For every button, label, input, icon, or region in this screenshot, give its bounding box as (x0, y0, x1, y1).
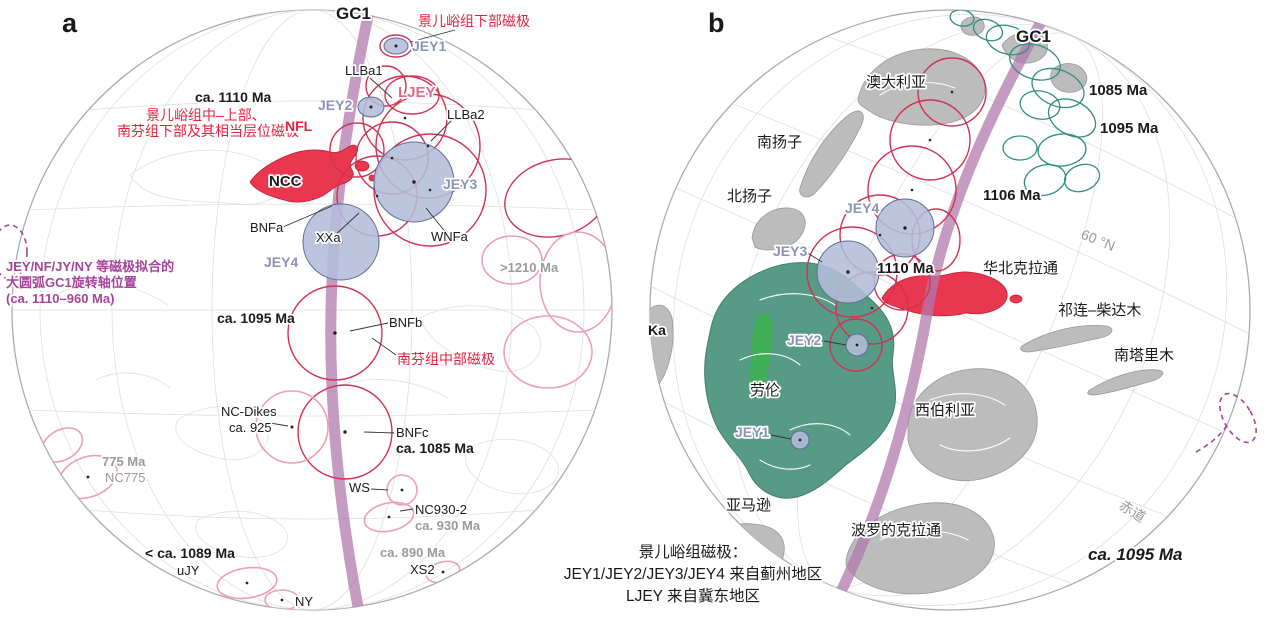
label-gc1-b: GC1 (1016, 27, 1051, 46)
label-gc1-a: GC1 (336, 4, 371, 23)
label-age-1210: >1210 Ma (500, 260, 559, 275)
label-jey3-a: JEY3 (443, 176, 477, 192)
continent-australia (857, 48, 986, 126)
label-age-1089: < ca. 1089 Ma (145, 545, 235, 561)
pole-dots-a (86, 44, 445, 602)
label-nc-dikes-1: NC-Dikes (221, 404, 277, 419)
label-bnfa: BNFa (250, 220, 284, 235)
label-reconstruction-age: ca. 1095 Ma (1088, 545, 1183, 564)
caption-line-1: 景儿峪组磁极： (639, 543, 748, 561)
label-laurentia: 劳伦 (750, 382, 780, 399)
continent-qilian-qaidam (1020, 325, 1113, 353)
gc1-great-circle-b (828, 10, 1052, 610)
label-age-1085-a: ca. 1085 Ma (396, 440, 474, 456)
annotation-mid-upper-1: 景儿峪组中–上部、 (146, 107, 266, 123)
panel-a: a GC1 景儿峪组下部磁极 JEY1 LLBa1 JEY2 LJEY LLBa… (0, 2, 613, 611)
annotation-mid-upper-2: 南芬组下部及其相当层位磁极 (117, 123, 299, 139)
panel-b-letter: b (708, 8, 725, 38)
label-amazon: 亚马逊 (726, 497, 771, 514)
gc1-axis-note-2: 大圆弧GC1旋转轴位置 (6, 275, 137, 290)
label-south-yangtze: 南扬子 (757, 134, 802, 151)
label-jey1-b: JEY1 (735, 424, 769, 440)
continent-baltica (845, 502, 995, 595)
label-baltica: 波罗的克拉通 (851, 522, 941, 539)
label-north-yangtze: 北扬子 (727, 188, 772, 205)
rotation-axis-ellipse-b (1195, 392, 1257, 453)
graticule-a (12, 10, 612, 610)
label-nc775: NC775 (105, 470, 145, 485)
label-qilian-qaidam: 祁连–柴达木 (1058, 302, 1141, 319)
label-siberia: 西伯利亚 (915, 402, 975, 419)
caption-line-2: JEY1/JEY2/JEY3/JEY4 来自蓟州地区 (564, 565, 822, 583)
ncc-craton-a (249, 144, 376, 203)
continent-south-tarim (1087, 369, 1164, 396)
panel-a-letter: a (62, 8, 78, 38)
rotation-axis-ellipse-a (0, 224, 28, 280)
label-ncc-b: 华北克拉通 (983, 260, 1058, 277)
label-age-1106: 1106 Ma (983, 187, 1041, 204)
teal-pole-ellipses-b (949, 10, 1101, 197)
label-jey2-a: JEY2 (318, 97, 352, 113)
label-age-1095-b: 1095 Ma (1100, 120, 1159, 137)
gc1-axis-note-1: JEY/NF/JY/NY 等磁极拟合的 (6, 259, 174, 274)
label-jey4-b: JEY4 (845, 200, 879, 216)
label-nc930-2: NC930-2 (415, 502, 467, 517)
label-age-930: ca. 930 Ma (415, 518, 481, 533)
panel-b: b GC1 澳大利亚 1085 Ma 1095 Ma 南扬子 北扬子 1106 … (646, 8, 1257, 611)
label-age-1110-b: 1110 Ma (877, 260, 934, 277)
labels-b: b GC1 澳大利亚 1085 Ma 1095 Ma 南扬子 北扬子 1106 … (646, 8, 1184, 566)
annotation-jey-lower-pole: 景儿峪组下部磁极 (418, 13, 530, 29)
continent-north-yangtze (751, 207, 806, 251)
label-age-1085-b: 1085 Ma (1089, 82, 1148, 99)
label-jey2-b: JEY2 (787, 332, 821, 348)
labels-a: a GC1 景儿峪组下部磁极 JEY1 LLBa1 JEY2 LJEY LLBa… (4, 2, 560, 611)
label-age-775: 775 Ma (102, 454, 146, 469)
label-ny: NY (295, 594, 313, 609)
label-jey4-a: JEY4 (264, 254, 298, 270)
label-nfl: NFL (285, 118, 313, 134)
gc1-axis-note-3: (ca. 1110–960 Ma) (6, 291, 114, 306)
label-bnfc: BNFc (396, 425, 429, 440)
pole-dots-b (798, 90, 954, 442)
continent-fragment-2 (1050, 63, 1088, 93)
label-llba2: LLBa2 (447, 107, 485, 122)
label-ka: Ka (648, 322, 666, 338)
label-nc-dikes-2: ca. 925 (229, 420, 272, 435)
label-llba1: LLBa1 (345, 63, 383, 78)
label-xs2: XS2 (410, 562, 435, 577)
label-ljey: LJEY (398, 84, 436, 101)
label-xxa: XXa (316, 230, 341, 245)
leader-lines-b (765, 251, 847, 440)
label-jey3-b: JEY3 (773, 243, 807, 259)
label-age-1110-a: ca. 1110 Ma (195, 89, 272, 105)
caption: 景儿峪组磁极： JEY1/JEY2/JEY3/JEY4 来自蓟州地区 LJEY … (562, 541, 824, 607)
label-ujy: uJY (177, 563, 200, 578)
continent-fragment-3 (960, 16, 985, 36)
label-australia: 澳大利亚 (866, 74, 926, 91)
label-age-890: ca. 890 Ma (380, 545, 446, 560)
continent-south-yangtze (799, 110, 864, 198)
label-bnfb: BNFb (389, 315, 422, 330)
label-jey1-a: JEY1 (412, 38, 446, 54)
label-ws: WS (349, 480, 370, 495)
label-age-1095-a: ca. 1095 Ma (217, 310, 295, 326)
label-ncc-a: NCC (269, 173, 302, 190)
label-wnfa: WNFa (431, 229, 469, 244)
label-south-tarim: 南塔里木 (1114, 347, 1174, 364)
leader-lines-a (269, 29, 456, 512)
gc1-great-circle-a (325, 10, 375, 610)
annotation-nanfen-mid: 南芬组中部磁极 (397, 351, 495, 367)
caption-line-3: LJEY 来自冀东地区 (626, 587, 760, 605)
